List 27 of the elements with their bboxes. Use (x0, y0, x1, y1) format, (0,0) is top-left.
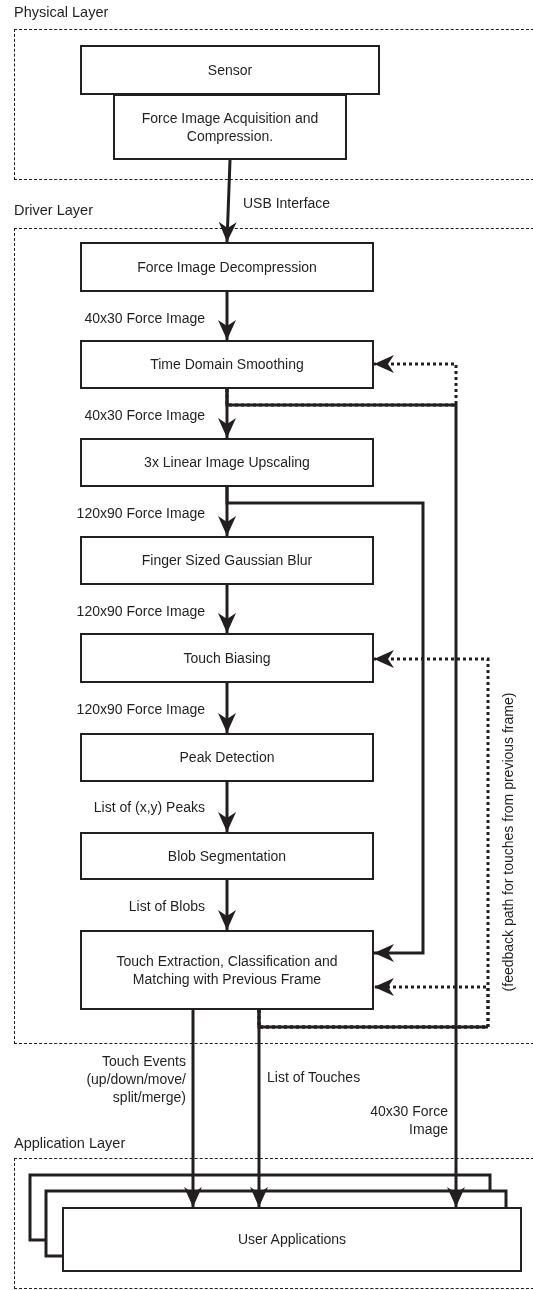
process-box: 3x Linear Image Upscaling (80, 438, 374, 487)
arrow (225, 389, 465, 1207)
process-box: Touch Extraction, Classification and Matching with Previous Frame (80, 930, 374, 1010)
process-box: Finger Sized Gaussian Blur (80, 536, 374, 585)
arrow (218, 292, 236, 340)
layer-title: Driver Layer (14, 202, 93, 218)
process-box: Sensor (80, 45, 380, 95)
layer-title: Application Layer (14, 1135, 126, 1151)
arrow (218, 782, 236, 832)
arrow (218, 585, 236, 633)
process-box: Touch Biasing (80, 633, 374, 683)
arrow (218, 683, 236, 733)
process-box: Force Image Acquisition and Compression. (113, 94, 347, 160)
process-box: Time Domain Smoothing (80, 340, 374, 389)
layer-title: Physical Layer (14, 4, 109, 20)
process-box: Blob Segmentation (80, 832, 374, 880)
dotted-feedback-arrow (257, 978, 490, 1029)
dotted-feedback-arrow (225, 355, 458, 407)
process-box: User Applications (62, 1207, 522, 1272)
arrow (184, 1010, 202, 1207)
arrow (225, 487, 425, 962)
arrow (218, 880, 236, 930)
arrow (250, 1010, 268, 1207)
arrow (218, 159, 237, 243)
process-box: Force Image Decompression (80, 242, 374, 292)
annotation-text: (feedback path for touches from previous frame) (499, 691, 517, 994)
process-box: Peak Detection (80, 733, 374, 782)
